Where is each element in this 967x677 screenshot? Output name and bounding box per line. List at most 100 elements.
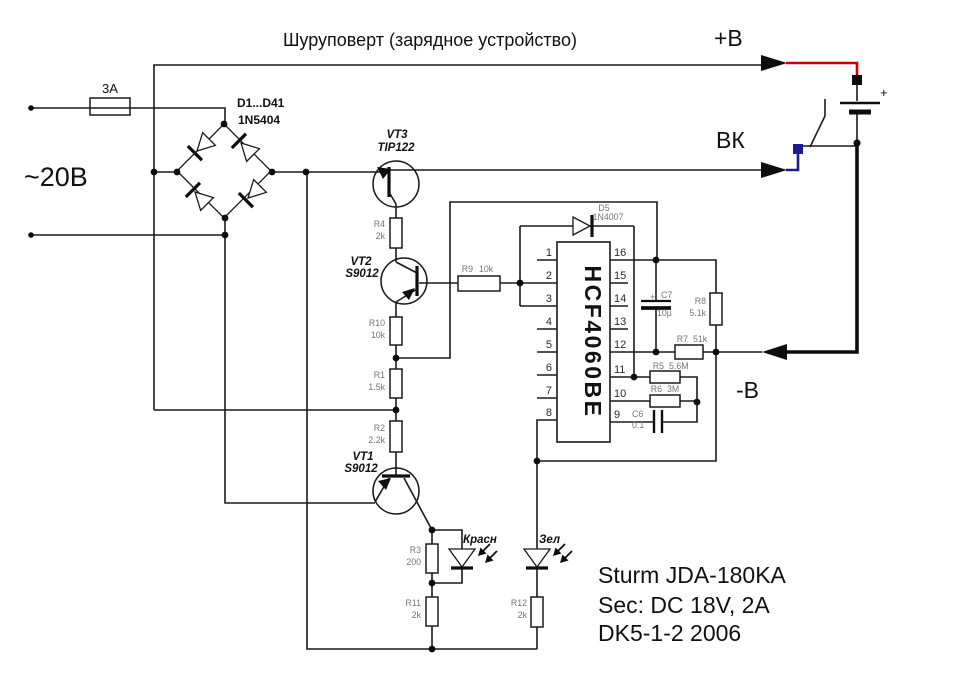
vt3-name: VT3 bbox=[386, 129, 408, 141]
r1-name: R1 bbox=[374, 370, 385, 380]
battery: + bbox=[840, 85, 888, 115]
plus-output-arrow bbox=[761, 55, 787, 71]
switch-wire bbox=[786, 150, 800, 172]
ic-pin-15: 15 bbox=[614, 270, 626, 282]
r5-value: 5.6M bbox=[669, 361, 689, 371]
resistor-r1 bbox=[389, 368, 403, 399]
resistor-r4 bbox=[389, 217, 403, 249]
diode-d5: D5 1N4007 bbox=[572, 203, 624, 237]
r3-name: R3 bbox=[410, 545, 421, 555]
bridge-diode-top-left bbox=[186, 131, 217, 162]
ic-pin-6: 6 bbox=[546, 362, 552, 374]
r10-name: R10 bbox=[369, 318, 385, 328]
c7-name: С7 bbox=[661, 290, 672, 300]
fuse-value: 3А bbox=[102, 81, 118, 96]
capacitor-c7: + С7 10µ bbox=[641, 290, 672, 318]
bridge-diode-bottom-right bbox=[237, 178, 268, 209]
ic-pin-5: 5 bbox=[546, 339, 552, 351]
bridge-part: 1N5404 bbox=[238, 113, 280, 127]
c7-value: 10µ bbox=[657, 308, 672, 318]
r8-name: R8 bbox=[695, 296, 706, 306]
switch-output-label: ВК bbox=[716, 127, 745, 153]
resistor-r3 bbox=[425, 543, 439, 574]
r6-value: 3M bbox=[667, 384, 679, 394]
bridge-diode-bottom-left bbox=[184, 181, 215, 212]
resistor-r8 bbox=[709, 292, 723, 326]
r8-value: 5.1k bbox=[689, 308, 706, 318]
capacitor-c6: С6 0.1 bbox=[632, 409, 664, 433]
model-info: Sturm JDA-180KA Sec: DC 18V, 2A DK5-1-2 … bbox=[598, 562, 787, 646]
ic-pin-numbers: 1 2 3 4 5 6 7 8 16 15 14 13 12 11 10 9 bbox=[546, 247, 626, 421]
ic-pin-11: 11 bbox=[614, 364, 625, 376]
resistors: R4 2k R10 10k R1 1.5k R2 2.2k R3 200 R11… bbox=[368, 217, 723, 628]
r9-name: R9 bbox=[462, 264, 473, 274]
junction-dots bbox=[28, 75, 862, 653]
resistor-r10 bbox=[389, 316, 403, 346]
resistor-r9 bbox=[457, 275, 501, 292]
r11-value: 2k bbox=[412, 610, 422, 620]
r2-name: R2 bbox=[374, 423, 385, 433]
d5-part: 1N4007 bbox=[593, 212, 624, 222]
r6-name: R6 bbox=[651, 384, 662, 394]
r12-value: 2k bbox=[518, 610, 528, 620]
ic-pin-4: 4 bbox=[546, 316, 552, 328]
r11-name: R11 bbox=[406, 598, 422, 608]
ic-pin-16: 16 bbox=[614, 247, 626, 259]
ic-pin-12: 12 bbox=[614, 339, 626, 351]
r12-name: R12 bbox=[511, 598, 527, 608]
switch-output-arrow bbox=[761, 162, 787, 178]
ic-hcf4060be: HCF4060BE 1 2 3 4 5 6 7 8 16 15 14 13 12… bbox=[546, 241, 626, 443]
resistor-r5 bbox=[649, 370, 681, 384]
transistor-vt2: VT2 S9012 bbox=[345, 256, 428, 305]
transistor-vt3: VT3 TIP122 bbox=[372, 129, 420, 208]
ic-pin-2: 2 bbox=[546, 270, 552, 282]
r7-name: R7 bbox=[677, 334, 688, 344]
r10-value: 10k bbox=[371, 330, 386, 340]
bridge-rectifier: D1...D41 1N5404 bbox=[176, 96, 285, 219]
minus-output-arrow bbox=[762, 344, 787, 360]
battery-plus-label: + bbox=[880, 85, 888, 100]
r4-value: 2k bbox=[376, 231, 386, 241]
led-green-label: Зел bbox=[539, 534, 560, 546]
ic-pin-7: 7 bbox=[546, 385, 552, 397]
vt3-part: TIP122 bbox=[377, 142, 415, 154]
ac-input-label: ~20В bbox=[24, 162, 88, 192]
ic-pin-9: 9 bbox=[614, 409, 620, 421]
ic-pin-8: 8 bbox=[546, 407, 552, 419]
r5-name: R5 bbox=[653, 361, 664, 371]
model-name: Sturm JDA-180KA bbox=[598, 562, 787, 588]
ic-pin-10: 10 bbox=[614, 388, 626, 400]
d5-name: D5 bbox=[598, 203, 609, 213]
resistor-r11 bbox=[425, 596, 439, 627]
plus-output-label: +В bbox=[714, 25, 743, 51]
led-green: Зел bbox=[522, 534, 573, 570]
resistor-r6 bbox=[649, 394, 681, 408]
resistor-r7 bbox=[674, 344, 704, 360]
resistor-r12 bbox=[530, 596, 544, 628]
r4-name: R4 bbox=[374, 219, 385, 229]
resistor-r2 bbox=[389, 420, 403, 453]
led-red: Красн bbox=[447, 534, 498, 570]
c7-polarity: + bbox=[650, 292, 655, 302]
positive-wire bbox=[786, 61, 859, 80]
r2-value: 2.2k bbox=[368, 435, 385, 445]
model-code: DK5-1-2 2006 bbox=[598, 620, 741, 646]
ic-part-label: HCF4060BE bbox=[580, 266, 606, 419]
ic-pin-3: 3 bbox=[546, 293, 552, 305]
r1-value: 1.5k bbox=[368, 382, 385, 392]
bridge-name: D1...D41 bbox=[237, 96, 285, 110]
vt2-part: S9012 bbox=[345, 268, 379, 280]
vt1-part: S9012 bbox=[344, 463, 378, 475]
r3-value: 200 bbox=[406, 557, 421, 567]
ic-pin-14: 14 bbox=[614, 293, 626, 305]
bridge-diode-top-right bbox=[230, 132, 261, 163]
r7-value: 51k bbox=[693, 334, 708, 344]
switch-contact bbox=[793, 144, 803, 154]
model-spec: Sec: DC 18V, 2A bbox=[598, 592, 770, 618]
c6-value: 0.1 bbox=[632, 420, 644, 430]
led-red-label: Красн bbox=[463, 534, 497, 546]
vt2-name: VT2 bbox=[350, 256, 372, 268]
ic-pin-1: 1 bbox=[546, 247, 552, 259]
